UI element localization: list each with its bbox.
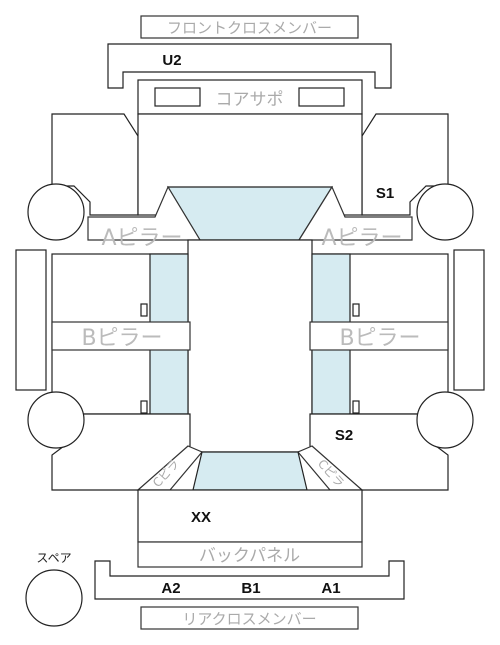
b-pillar-right-label: Bピラー (339, 326, 420, 351)
left-mark-lower (140, 400, 148, 414)
right-mark-upper (352, 303, 360, 317)
front-cross-member-box[interactable] (140, 15, 359, 39)
b-pillar-right[interactable] (309, 321, 449, 351)
a-pillar-left[interactable] (87, 185, 202, 241)
core-support-right-slot (298, 87, 345, 107)
spare-tire[interactable] (25, 569, 83, 627)
code-s1: S1 (376, 185, 394, 202)
u2-bracket[interactable] (107, 43, 392, 89)
code-xx: XX (191, 509, 211, 526)
right-mark-lower (352, 400, 360, 414)
left-side-panel[interactable] (15, 249, 47, 391)
core-support-label: コアサポ (216, 90, 284, 110)
b-pillar-left[interactable] (51, 321, 191, 351)
rear-cross-member-box[interactable] (140, 606, 359, 630)
trunk-area[interactable] (137, 489, 363, 543)
roof-panel[interactable] (187, 239, 313, 453)
right-side-panel[interactable] (453, 249, 485, 391)
left-mark-upper (140, 303, 148, 317)
rear-window[interactable] (192, 451, 308, 491)
code-a1: A1 (321, 580, 340, 597)
front-right-wheel[interactable] (416, 183, 474, 241)
b-pillar-left-label: Bピラー (81, 326, 162, 351)
a-pillar-left-label: Aピラー (101, 226, 182, 251)
a-pillar-right-label: Aピラー (321, 226, 402, 251)
rear-bracket[interactable] (94, 560, 405, 600)
code-s2: S2 (335, 427, 353, 444)
rear-left-wheel[interactable] (27, 391, 85, 449)
rear-right-wheel[interactable] (416, 391, 474, 449)
code-b1: B1 (241, 580, 260, 597)
back-panel-box[interactable] (137, 541, 363, 568)
code-u2: U2 (162, 52, 181, 69)
core-support-left-slot (154, 87, 201, 107)
a-pillar-right[interactable] (297, 185, 413, 241)
rear-cross-member-label: リアクロスメンバー (182, 610, 316, 628)
spare-label: スペア (36, 551, 71, 565)
code-a2: A2 (161, 580, 180, 597)
front-cross-member-label: フロントクロスメンバー (167, 19, 332, 37)
front-left-wheel[interactable] (27, 183, 85, 241)
back-panel-label: バックパネル (199, 546, 300, 566)
